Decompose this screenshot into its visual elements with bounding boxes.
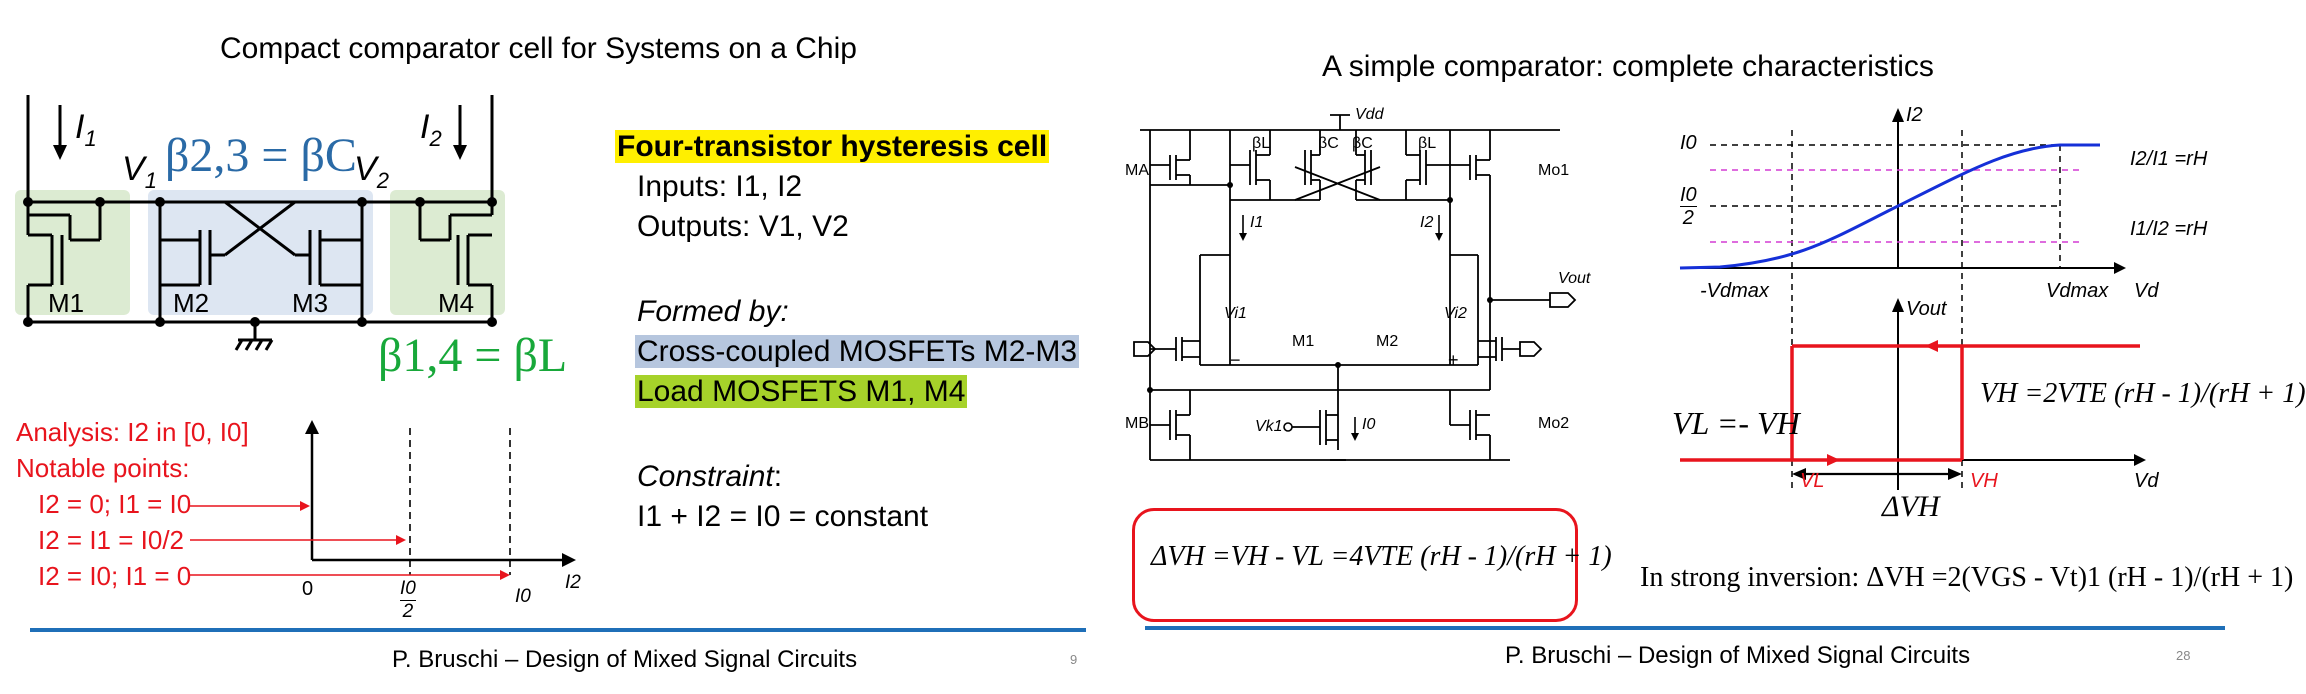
schem-m1-label: M1 (1292, 333, 1315, 350)
left-footer-line (30, 628, 1086, 632)
mo1-label: Mo1 (1538, 162, 1570, 179)
i1-label: I1 (75, 108, 97, 151)
i2-label: I2 (420, 108, 442, 151)
comparator-schematic (1133, 114, 1577, 461)
beta-l-equation: β1,4 = βL (378, 329, 568, 382)
point-3: I2 = I0; I1 = 0 (38, 561, 192, 591)
hysteresis-width-box: ΔVH =VH - VL =4VTE (rH - 1)/(rH + 1) (1132, 508, 1612, 622)
top-i2-axis: I2 (1906, 104, 1923, 126)
top-vd-axis: Vd (2134, 280, 2159, 302)
mo2-label: Mo2 (1538, 415, 1570, 432)
ratio-label-1: I2/I1 =rH (2130, 148, 2208, 170)
minus-sign: − (1230, 350, 1241, 370)
right-slide-title: A simple comparator: complete characteri… (1322, 50, 1934, 83)
m2-label: M2 (173, 288, 210, 318)
load-item: Load MOSFETS M1, M4 (635, 375, 968, 408)
right-page-number: 28 (2176, 648, 2191, 663)
vout-schem-label: Vout (1558, 270, 1591, 287)
vdd-label: Vdd (1355, 106, 1384, 123)
beta-c-right: βC (1352, 135, 1373, 152)
beta-c-equation: β2,3 = βC (165, 129, 357, 182)
bottom-vd-axis: Vd (2134, 470, 2159, 492)
outputs-line: Outputs: V1, V2 (637, 210, 849, 243)
plus-sign: + (1448, 350, 1459, 370)
vi1-label: Vi1 (1224, 305, 1247, 322)
vh-threshold-label: VH (1970, 470, 1998, 492)
strong-inversion-equation: In strong inversion: ΔVH =2(VGS - Vt)1 (… (1640, 562, 2294, 593)
m1-label: M1 (48, 288, 85, 318)
top-i0-label: I0 (1680, 132, 1697, 154)
cross-coupled-item: Cross-coupled MOSFETs M2-M3 (635, 335, 1080, 368)
constraint-equation: I1 + I2 = I0 = constant (637, 500, 929, 533)
hysteresis-width-equation: ΔVH =VH - VL =4VTE (rH - 1)/(rH + 1) (1151, 541, 1612, 572)
plot-axis-i0: I0 (515, 586, 531, 607)
analysis-line: Analysis: I2 in [0, I0] (16, 417, 249, 447)
schem-m2-label: M2 (1376, 333, 1399, 350)
inputs-line: Inputs: I1, I2 (637, 170, 803, 203)
vh-equation: VH =2VTE (rH - 1)/(rH + 1) (1980, 378, 2306, 409)
i0-source-label: I0 (1362, 416, 1376, 433)
point-2: I2 = I1 = I0/2 (38, 525, 184, 555)
notable-points-label: Notable points: (16, 453, 190, 483)
left-footer: P. Bruschi – Design of Mixed Signal Circ… (392, 646, 858, 673)
beta-l-right: βL (1418, 135, 1437, 152)
left-page-number: 9 (1070, 652, 1078, 667)
right-footer-line (1145, 626, 2225, 630)
ratio-label-2: I1/I2 =rH (2130, 218, 2208, 240)
vdmax-label: Vdmax (2046, 280, 2109, 302)
vout-axis-label: Vout (1906, 298, 1947, 320)
vi2-label: Vi2 (1444, 305, 1467, 322)
formed-by-label: Formed by: (637, 295, 789, 328)
m4-label: M4 (438, 288, 475, 318)
plot-axis-zero: 0 (302, 578, 314, 600)
m3-label: M3 (292, 288, 329, 318)
vk1-label: Vk1 (1255, 418, 1283, 435)
hysteresis-cell-circuit (15, 95, 505, 351)
beta-l-left: βL (1252, 135, 1271, 152)
ma-label: MA (1125, 162, 1149, 179)
analysis-block: Analysis: I2 in [0, I0] Notable points: … (16, 414, 249, 594)
v2-label: V2 (354, 150, 389, 193)
mb-label: MB (1125, 415, 1149, 432)
neg-vdmax-label: -Vdmax (1700, 280, 1769, 302)
plot-axis-i2: I2 (565, 572, 581, 593)
right-footer: P. Bruschi – Design of Mixed Signal Circ… (1505, 642, 1971, 669)
vl-equation: VL =- VH (1672, 405, 1800, 441)
vl-threshold-label: VL (1800, 470, 1825, 492)
point-1: I2 = 0; I1 = I0 (38, 489, 192, 519)
m2-m3-highlight-box (148, 190, 373, 315)
beta-c-left: βC (1318, 135, 1339, 152)
comparator-characteristics (1679, 108, 2146, 490)
cell-heading: Four-transistor hysteresis cell (615, 130, 1050, 163)
notable-points-plot (190, 420, 576, 580)
i2-current: I2 (1420, 214, 1434, 231)
cell-description: Four-transistor hysteresis cell Inputs: … (615, 127, 1080, 537)
delta-vh-label: ΔVH (1882, 490, 1940, 523)
v1-label: V1 (122, 150, 157, 193)
constraint-line: Constraint: (637, 460, 783, 493)
i1-current: I1 (1250, 214, 1264, 231)
left-slide-title: Compact comparator cell for Systems on a… (220, 32, 857, 65)
